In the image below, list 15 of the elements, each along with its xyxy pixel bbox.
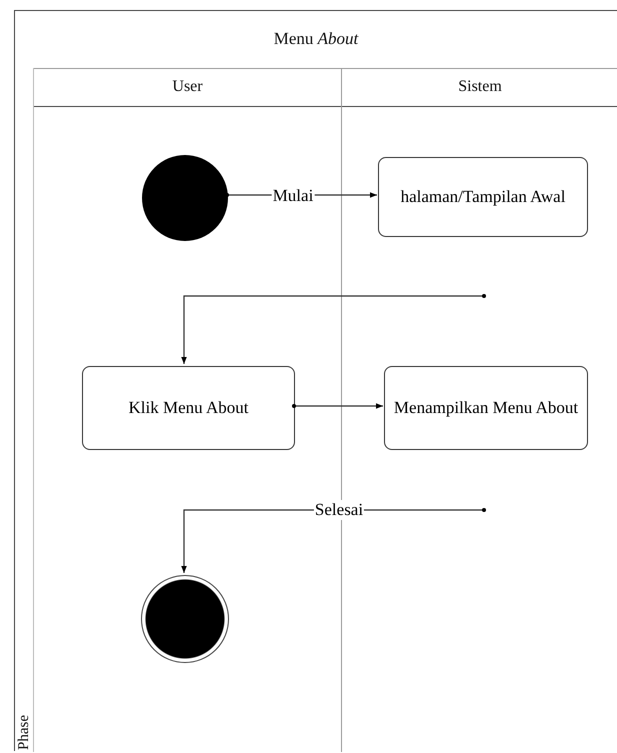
action-box [384, 366, 588, 450]
action-box [378, 157, 588, 237]
arrow [181, 294, 486, 364]
action-box [82, 366, 295, 450]
action-label: Menampilkan Menu About [392, 398, 580, 418]
lane-title: User [34, 69, 341, 107]
lane-title: Sistem [342, 69, 617, 107]
band-label: Phase [16, 715, 33, 750]
pool-title: Menu About [272, 29, 360, 49]
phase-band [15, 68, 34, 752]
swimlane-pool [14, 10, 617, 751]
action-label: Klik Menu About [128, 398, 250, 418]
arrow [292, 403, 383, 409]
edge-label: Selesai [314, 500, 364, 520]
action-label: halaman/Tampilan Awal [400, 187, 566, 207]
